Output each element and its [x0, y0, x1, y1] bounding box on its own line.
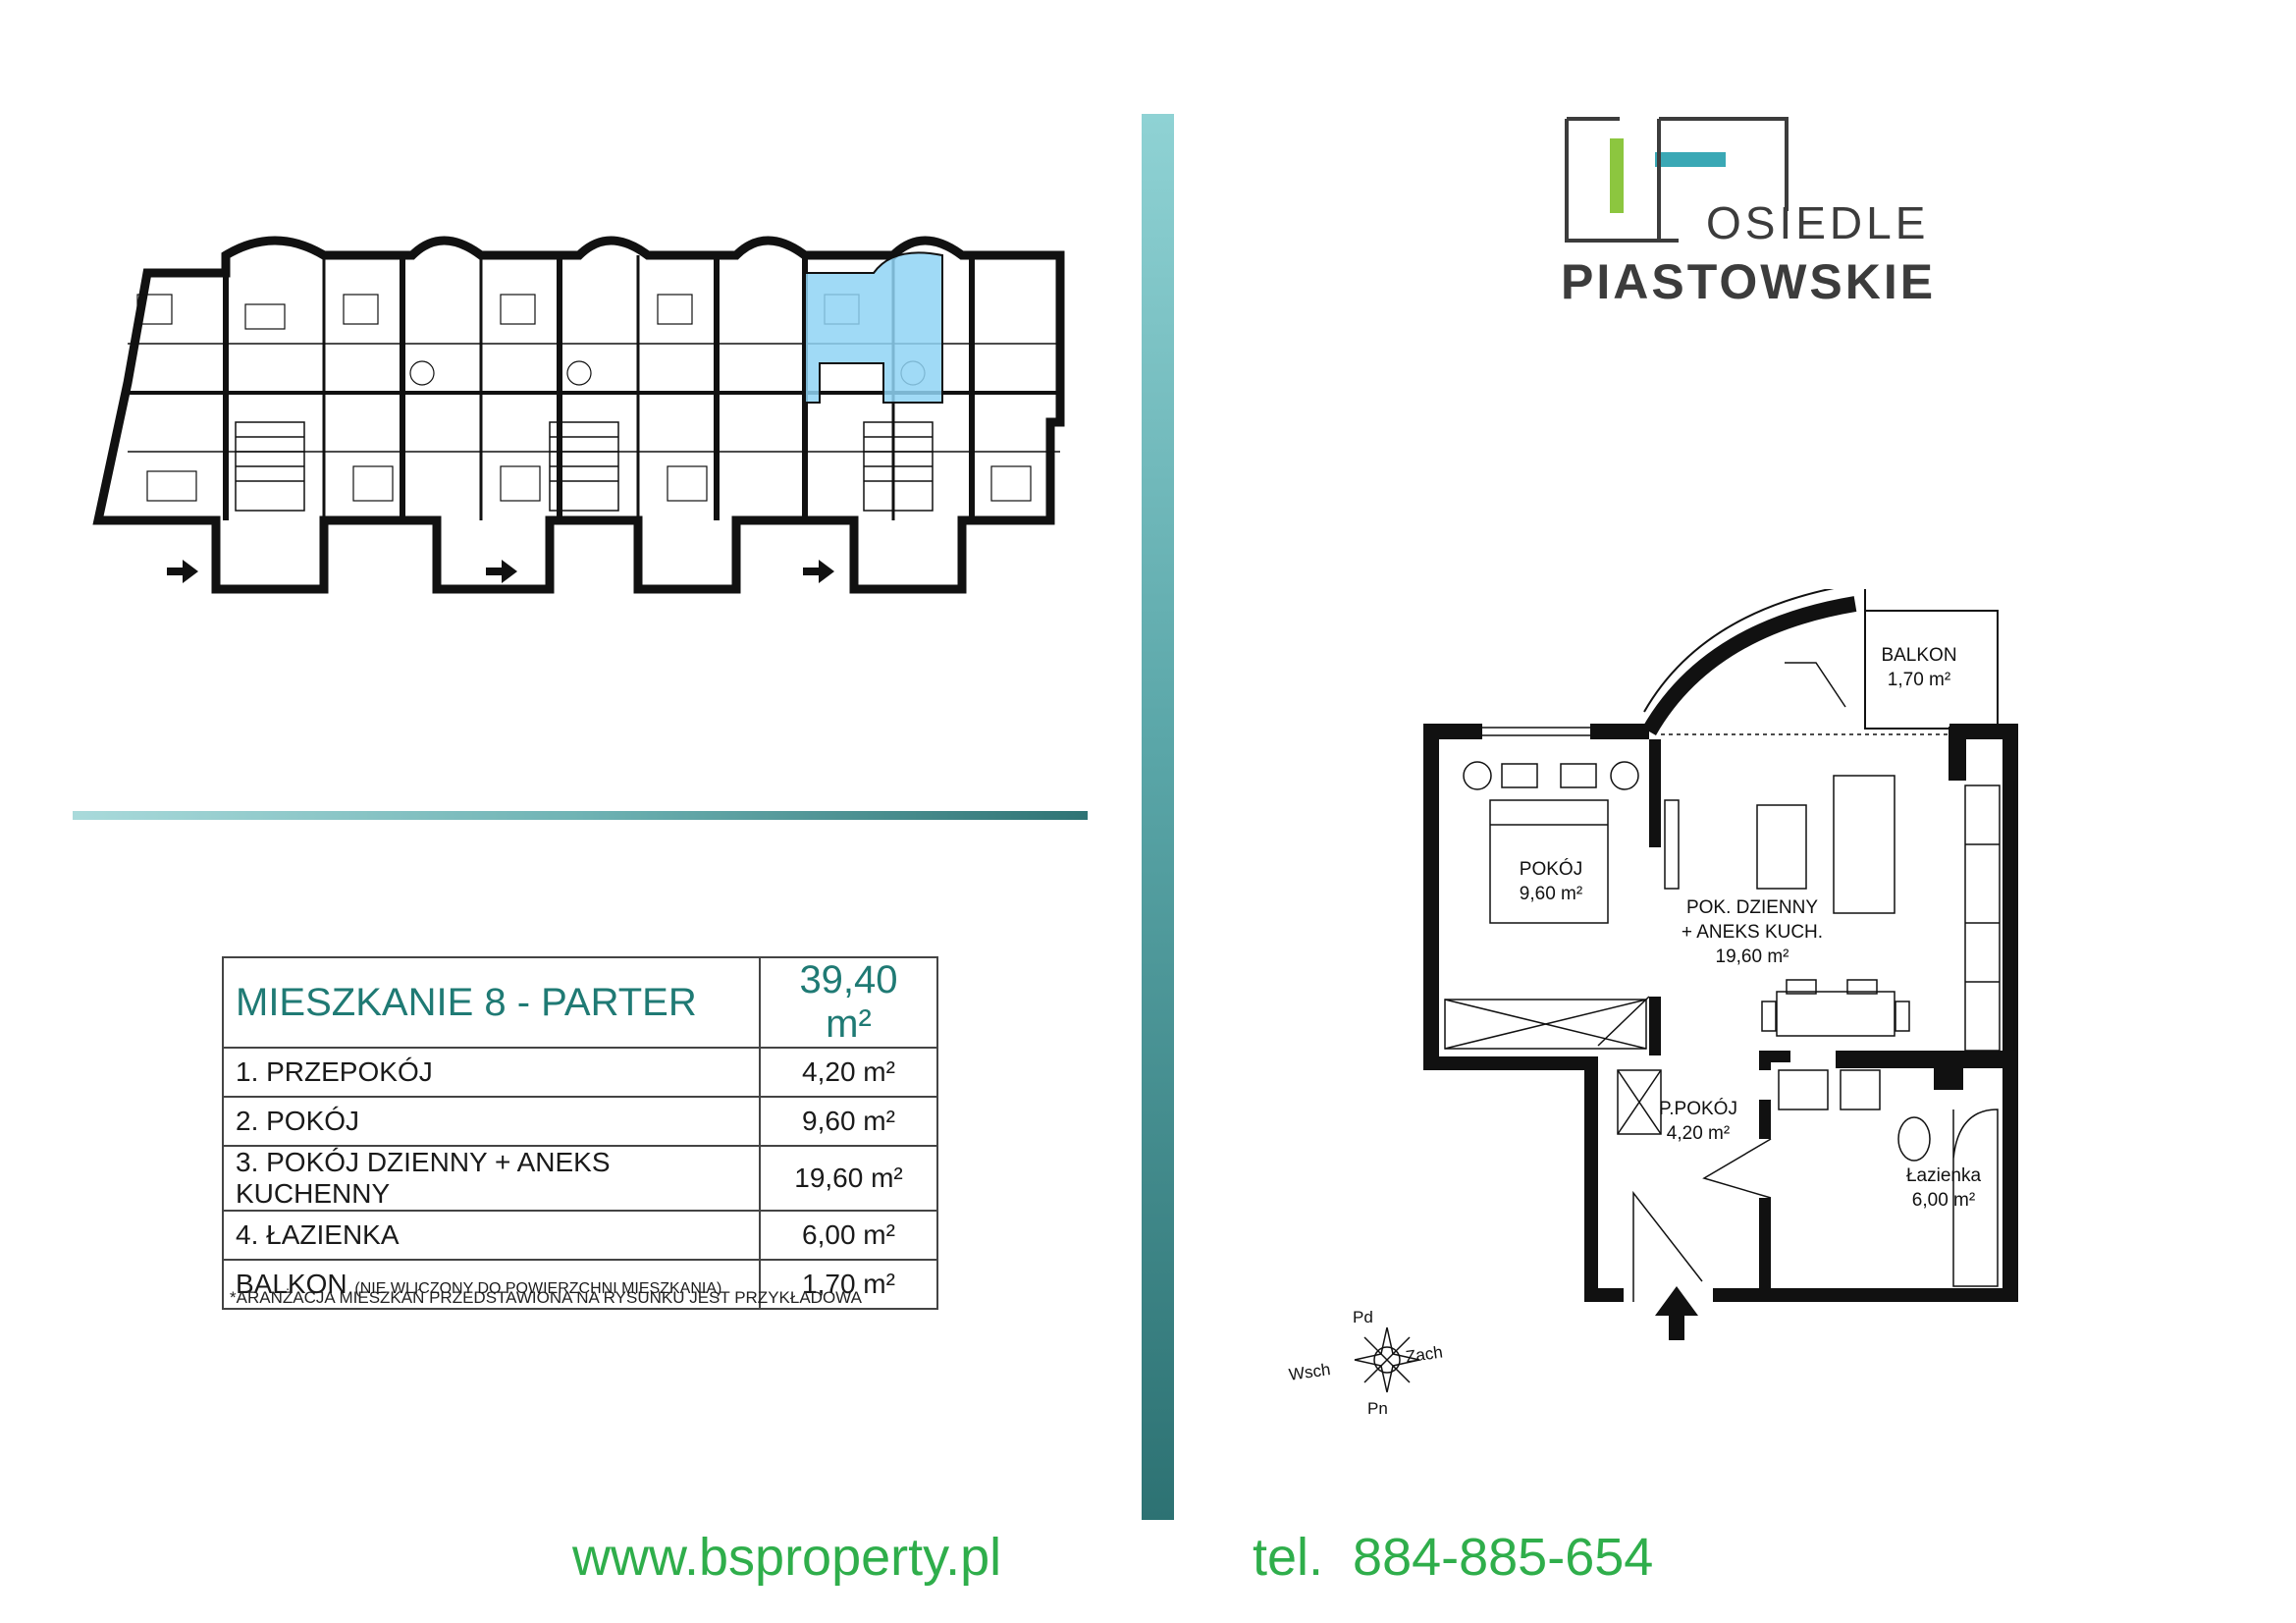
room-label: BALKON [236, 1269, 347, 1299]
table-row: 1. PRZEPOKÓJ 4,20 m² [222, 1047, 938, 1098]
room-note: (NIE WLICZONY DO POWIERZCHNI MIESZKANIA) [354, 1280, 722, 1297]
room-name: + ANEKS KUCH. [1681, 922, 1824, 943]
room-area: 6,00 m² [759, 1210, 938, 1261]
table-row: BALKON (NIE WLICZONY DO POWIERZCHNI MIES… [222, 1259, 938, 1310]
room-area: 9,60 m² [1519, 884, 1583, 904]
room-area: 1,70 m² [759, 1259, 938, 1310]
room-area: 1,70 m² [1887, 670, 1951, 690]
compass-east-label: Zach [1404, 1342, 1444, 1367]
entrance-arrow-icon [486, 560, 517, 583]
room-area: 4,20 m² [759, 1047, 938, 1098]
room-area: 4,20 m² [1666, 1123, 1731, 1144]
room-area: 19,60 m² [759, 1145, 938, 1212]
apartment-total-area: 39,40 m² [759, 956, 938, 1049]
room-label: 1. PRZEPOKÓJ [222, 1047, 761, 1098]
compass-rose-icon [1354, 1326, 1420, 1393]
room-label-przedpokoj-plan: P.POKÓJ 4,20 m² [1649, 1097, 1747, 1146]
room-label-lazienka-plan: Łazienka 6,00 m² [1890, 1163, 1998, 1213]
compass-west-label: Wsch [1287, 1360, 1332, 1384]
entrance-arrow-icon [167, 560, 198, 583]
apartment-area-table: MIESZKANIE 8 - PARTER 39,40 m² 1. PRZEPO… [222, 956, 938, 1310]
room-area: 19,60 m² [1715, 947, 1789, 967]
highlighted-apartment [804, 251, 943, 404]
room-name: POK. DZIENNY [1685, 897, 1819, 918]
logo-text-osiedle: OSIEDLE [1706, 197, 1930, 248]
logo: OSIEDLE PIASTOWSKIE [1561, 113, 1934, 309]
table-row: 4. ŁAZIENKA 6,00 m² [222, 1210, 938, 1261]
apartment-name: MIESZKANIE 8 - PARTER [222, 956, 761, 1049]
room-area: 6,00 m² [1911, 1190, 1976, 1211]
building-overview-plan [92, 236, 1065, 594]
footnote: *ARANŻACJA MIESZKAŃ PRZEDSTAWIONA NA RYS… [230, 1288, 862, 1307]
vertical-divider-bar [1142, 114, 1174, 1520]
room-label-dzienny-plan: POK. DZIENNY + ANEKS KUCH. 19,60 m² [1674, 895, 1831, 969]
table-row: 2. POKÓJ 9,60 m² [222, 1096, 938, 1147]
room-name: P.POKÓJ [1659, 1099, 1737, 1119]
entrance-arrow-icon [803, 560, 834, 583]
room-label-balkon: BALKON (NIE WLICZONY DO POWIERZCHNI MIES… [222, 1259, 761, 1310]
room-label-pokoj-plan: POKÓJ 9,60 m² [1502, 857, 1600, 906]
room-label: 3. POKÓJ DZIENNY + ANEKS KUCHENNY [222, 1145, 761, 1212]
room-name: POKÓJ [1519, 859, 1583, 880]
entrance-arrow-icon [1655, 1286, 1698, 1340]
horizontal-divider-line [73, 811, 1088, 820]
compass-south-label: Pn [1367, 1399, 1388, 1418]
apartment-floor-plan [1423, 589, 2018, 1340]
room-label-balkon-plan: BALKON 1,70 m² [1865, 643, 1973, 692]
phone-number[interactable]: tel. 884-885-654 [1253, 1528, 1654, 1587]
logo-mark [1565, 117, 1789, 243]
room-name: BALKON [1881, 645, 1957, 666]
room-label: 4. ŁAZIENKA [222, 1210, 761, 1261]
website-link[interactable]: www.bsproperty.pl [572, 1528, 1002, 1587]
table-row: 3. POKÓJ DZIENNY + ANEKS KUCHENNY 19,60 … [222, 1145, 938, 1212]
room-area: 9,60 m² [759, 1096, 938, 1147]
room-label: 2. POKÓJ [222, 1096, 761, 1147]
room-name: Łazienka [1905, 1165, 1982, 1186]
table-header-row: MIESZKANIE 8 - PARTER 39,40 m² [222, 956, 938, 1049]
logo-text-piastowskie: PIASTOWSKIE [1561, 254, 1937, 309]
compass-north-label: Pd [1353, 1308, 1373, 1326]
